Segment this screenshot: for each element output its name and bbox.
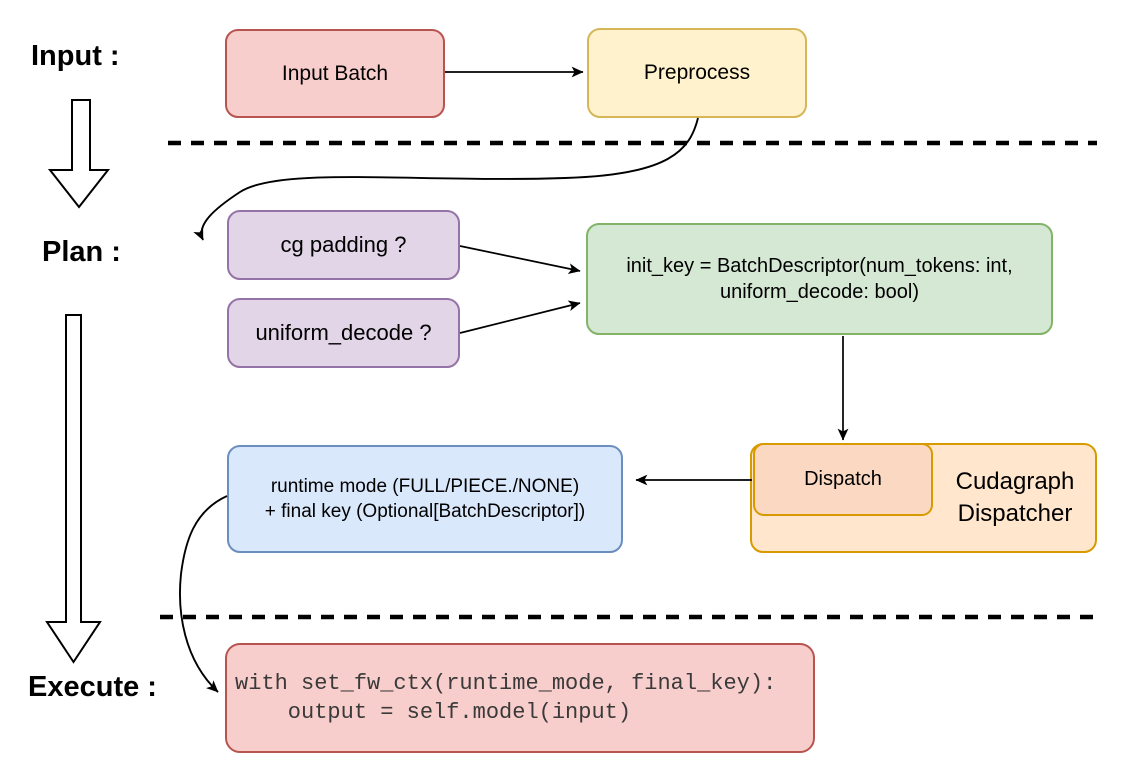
node-execute-code-line1: with set_fw_ctx(runtime_mode, final_key)… [235, 671, 777, 696]
stage-label-execute: Execute : [28, 671, 157, 703]
node-preprocess: Preprocess [587, 28, 807, 118]
node-cg-padding-label: cg padding ? [280, 232, 407, 258]
stage-label-input: Input : [31, 40, 120, 72]
node-uniform-decode: uniform_decode ? [227, 298, 460, 368]
node-dispatch: Dispatch [753, 443, 933, 516]
node-cg-padding: cg padding ? [227, 210, 460, 280]
node-runtime-result-line1: runtime mode (FULL/PIECE./NONE) [270, 475, 580, 497]
node-cudagraph-dispatcher-label: Cudagraph Dispatcher [935, 445, 1095, 551]
node-init-key-line1: init_key = BatchDescriptor(num_tokens: i… [626, 254, 1013, 277]
stage-arrow-plan-to-execute [45, 314, 102, 664]
arrow-uniform-decode-to-init-key [459, 300, 581, 334]
node-preprocess-label: Preprocess [643, 61, 751, 85]
stage-arrow-input-to-plan [47, 99, 111, 209]
arrow-runtime-result-to-execute-code [179, 495, 228, 693]
arrow-preprocess-to-cg-padding [193, 117, 699, 241]
node-init-key-line2: uniform_decode: bool) [719, 281, 919, 303]
node-init-key: init_key = BatchDescriptor(num_tokens: i… [586, 223, 1053, 335]
node-cudagraph-line1: Cudagraph [955, 467, 1075, 495]
node-runtime-result: runtime mode (FULL/PIECE./NONE) + final … [227, 445, 623, 553]
node-dispatch-label: Dispatch [804, 468, 882, 491]
node-execute-code: with set_fw_ctx(runtime_mode, final_key)… [225, 643, 815, 753]
node-uniform-decode-label: uniform_decode ? [255, 320, 432, 346]
stage-label-plan: Plan : [42, 236, 121, 268]
node-input-batch-label: Input Batch [281, 61, 389, 85]
node-input-batch: Input Batch [225, 29, 445, 118]
node-runtime-result-line2: + final key (Optional[BatchDescriptor]) [264, 501, 586, 522]
arrow-cg-padding-to-init-key [459, 245, 581, 274]
node-cudagraph-line2: Dispatcher [957, 500, 1073, 527]
node-execute-code-line2: output = self.model(input) [235, 700, 632, 725]
